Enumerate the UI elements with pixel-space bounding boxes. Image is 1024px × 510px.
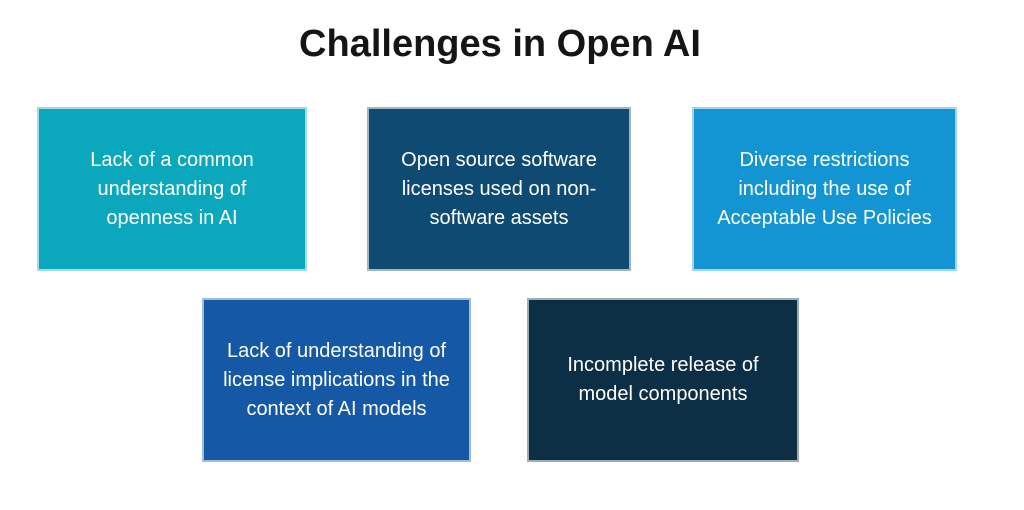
challenge-box-license-implications-ai-models: Lack of understanding of license implica… bbox=[202, 298, 471, 462]
challenge-box-incomplete-model-release: Incomplete release of model components bbox=[527, 298, 799, 462]
challenge-box-lack-common-understanding: Lack of a common understanding of openne… bbox=[37, 107, 307, 271]
challenge-box-label: Open source software licenses used on no… bbox=[401, 148, 597, 229]
challenge-box-label: Diverse restrictions including the use o… bbox=[717, 148, 932, 229]
challenge-box-oss-licenses-non-software: Open source software licenses used on no… bbox=[367, 107, 631, 271]
challenge-box-label: Lack of understanding of license implica… bbox=[223, 339, 450, 420]
challenge-box-label: Lack of a common understanding of openne… bbox=[90, 148, 254, 229]
challenge-box-diverse-restrictions-aup: Diverse restrictions including the use o… bbox=[692, 107, 957, 271]
challenge-box-label: Incomplete release of model components bbox=[567, 354, 759, 405]
page-title: Challenges in Open AI bbox=[299, 23, 701, 65]
